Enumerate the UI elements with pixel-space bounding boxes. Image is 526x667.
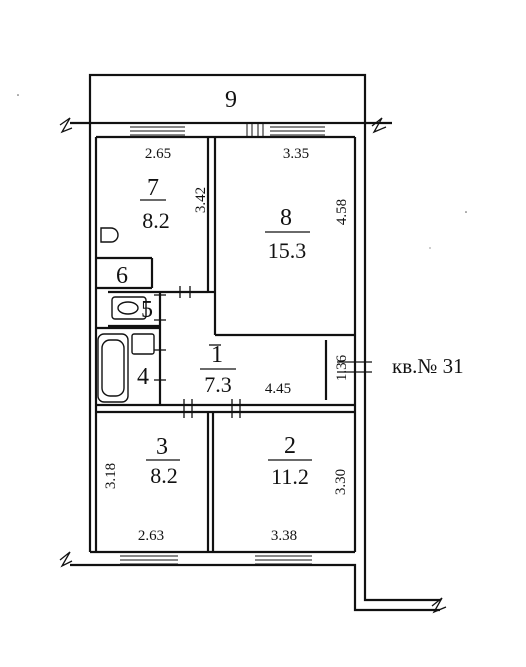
room-2-number: 2 [284,433,296,459]
scan-speck [465,211,467,213]
window-top-left [130,122,185,136]
room-3-area: 8.2 [150,463,178,488]
room-3-dim-width: 2.63 [138,528,164,544]
break-mark-right-bottom [431,597,447,614]
break-mark-left-top [59,117,73,134]
scan-speck [429,247,431,249]
room-7-area: 8.2 [142,208,170,233]
windows [120,122,325,565]
window-bottom-right [255,551,312,565]
room-4-number: 4 [137,364,149,390]
room-2-dim-length: 3.30 [333,469,349,495]
room-8-dim-width: 3.35 [283,146,309,162]
window-top-right [270,122,325,136]
washbasin-icon [131,333,155,355]
scan-speck [17,94,19,96]
room-1-number: 1 [211,342,223,368]
room-3-number: 3 [156,434,168,460]
bathtub-icon [97,333,129,403]
room-1-area: 7.3 [204,372,232,397]
room-6-number: 6 [116,263,128,289]
fixtures [97,227,155,403]
room-3-dim-length: 3.18 [103,463,119,489]
room-7-dim-width: 2.65 [145,146,171,162]
room-5-number: 5 [141,297,153,323]
break-mark-right-top [371,117,387,134]
room-8-number: 8 [280,205,292,231]
balcony-door [246,123,264,137]
toilet-icon [100,227,119,243]
sink-icon [111,296,147,320]
interior-walls [94,137,355,552]
room-8-area: 15.3 [268,238,307,263]
apartment-label: кв.№ 31 [392,354,464,378]
window-bottom-left [120,551,178,565]
room-8-dim-length: 4.58 [334,199,350,225]
room-2-dim-width: 3.38 [271,528,297,544]
room-2-area: 11.2 [271,464,309,489]
bottom-outer-wall [70,563,440,612]
break-mark-left-bottom [59,551,73,568]
room-9-number: 9 [225,87,237,113]
balcony-outline [88,73,367,125]
room-1-dim-length: 4.45 [265,381,291,397]
room-1-dim-width: 1.36 [334,354,350,381]
room-7-number: 7 [147,175,159,201]
outer-walls [59,73,447,614]
room-7-dim-length: 3.42 [193,187,209,213]
door-marks [154,286,372,418]
right-wall [363,123,440,602]
